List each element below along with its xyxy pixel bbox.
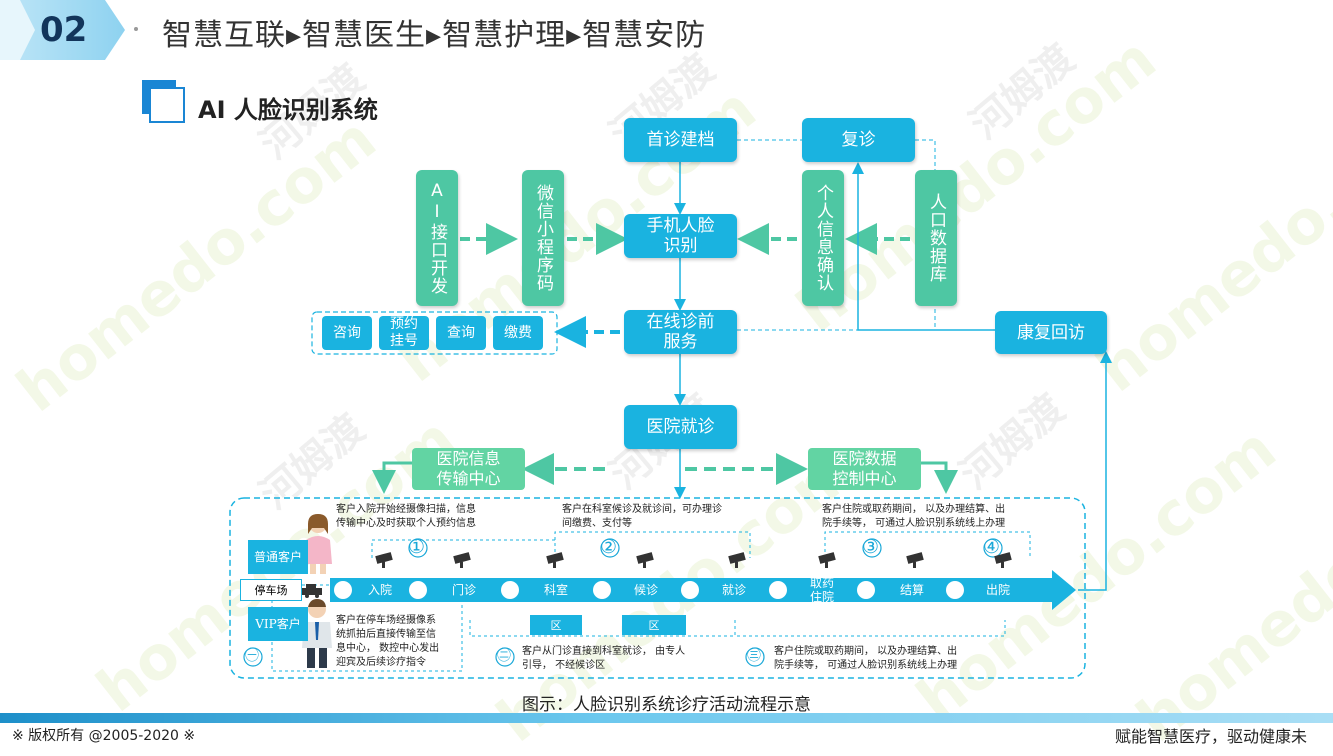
face-recognition-box: 手机人脸识别 — [624, 214, 737, 258]
page-title: 智慧互联▸智慧医生▸智慧护理▸智慧安防 — [162, 18, 707, 53]
parking-label: 停车场 — [240, 579, 302, 601]
step-number: ② — [600, 536, 618, 558]
bottom-step-number: ㊁ — [497, 648, 511, 664]
population-db-box: 人口数据库 — [915, 170, 957, 306]
copyright: ※ 版权所有 @2005-2020 ※ — [12, 728, 196, 744]
step-number: ③ — [862, 536, 880, 558]
zone-box: 区 — [622, 615, 686, 635]
female-customer-icon — [304, 514, 332, 574]
camera-icon — [906, 552, 924, 568]
step-number: ① — [408, 536, 426, 558]
service-query: 查询 — [436, 316, 486, 350]
section-number-badge — [0, 0, 125, 60]
bottom-step-number: ㊀ — [245, 648, 259, 664]
ai-dev-box: AI接口开发 — [416, 170, 458, 306]
service-appointment: 预约挂号 — [379, 316, 429, 350]
note-inpatient: 客户住院或取药期间， 以及办理结算、出院手续等， 可通过人脸识别系统线上办理 — [774, 646, 958, 671]
first-visit-box: 首诊建档 — [624, 118, 737, 162]
stage-admission: 入院 — [367, 583, 392, 597]
male-customer-icon — [302, 599, 332, 668]
customer-normal: 普通客户 — [248, 540, 308, 574]
camera-icon — [728, 552, 746, 568]
note-parking: 客户在停车场经摄像系统抓拍后直接传输至信息中心， 数控中心发出迎宾及后续诊疗指令 — [336, 615, 440, 668]
camera-icon — [994, 552, 1012, 568]
note-department: 客户在科室候诊及就诊间，可办理诊间缴费、支付等 — [562, 504, 722, 529]
footer-bar — [0, 713, 1333, 723]
revisit-box: 复诊 — [802, 118, 915, 162]
stage-settlement: 结算 — [899, 583, 924, 597]
step-number: ④ — [983, 536, 1001, 558]
stage-pharmacy: 取药住院 — [809, 576, 834, 604]
stage-discharge: 出院 — [985, 583, 1010, 597]
online-service-box: 在线诊前服务 — [624, 310, 737, 354]
dot-icon — [134, 27, 138, 31]
wechat-box: 微信小程序码 — [522, 170, 564, 306]
camera-icon — [818, 552, 836, 568]
stage-outpatient: 门诊 — [451, 583, 476, 597]
bottom-step-number: ㊂ — [747, 648, 761, 664]
data-center-box: 医院数据控制中心 — [808, 448, 921, 490]
rehab-box: 康复回访 — [995, 311, 1107, 354]
zone-box: 区 — [530, 615, 582, 635]
customer-vip: VIP客户 — [248, 607, 308, 641]
stage-department: 科室 — [543, 583, 568, 597]
service-consult: 咨询 — [322, 316, 372, 350]
camera-icon — [636, 552, 654, 568]
note-outpatient: 客户从门诊直接到科室就诊， 由专人引导， 不经候诊区 — [522, 646, 686, 671]
service-payment: 缴费 — [493, 316, 543, 350]
section-title: AI 人脸识别系统 — [198, 96, 378, 124]
info-center-box: 医院信息传输中心 — [412, 448, 525, 490]
section-square-icon — [142, 80, 185, 123]
camera-icon — [453, 552, 471, 568]
car-icon — [302, 584, 322, 598]
note-admission: 客户入院开始经摄像扫描，信息传输中心及时获取个人预约信息 — [336, 504, 476, 529]
personal-info-box: 个人信息确认 — [802, 170, 844, 306]
camera-icon — [375, 552, 393, 568]
slogan: 赋能智慧医疗，驱动健康未 — [1114, 727, 1307, 746]
hospital-visit-box: 医院就诊 — [624, 405, 737, 449]
stage-waiting: 候诊 — [633, 583, 658, 597]
note-pharmacy: 客户住院或取药期间， 以及办理结算、出院手续等， 可通过人脸识别系统线上办理 — [822, 504, 1006, 529]
section-number: 02 — [40, 10, 88, 50]
stage-consultation: 就诊 — [721, 583, 746, 597]
camera-icon — [546, 552, 564, 568]
figure-caption: 图示：人脸识别系统诊疗活动流程示意 — [522, 695, 811, 715]
